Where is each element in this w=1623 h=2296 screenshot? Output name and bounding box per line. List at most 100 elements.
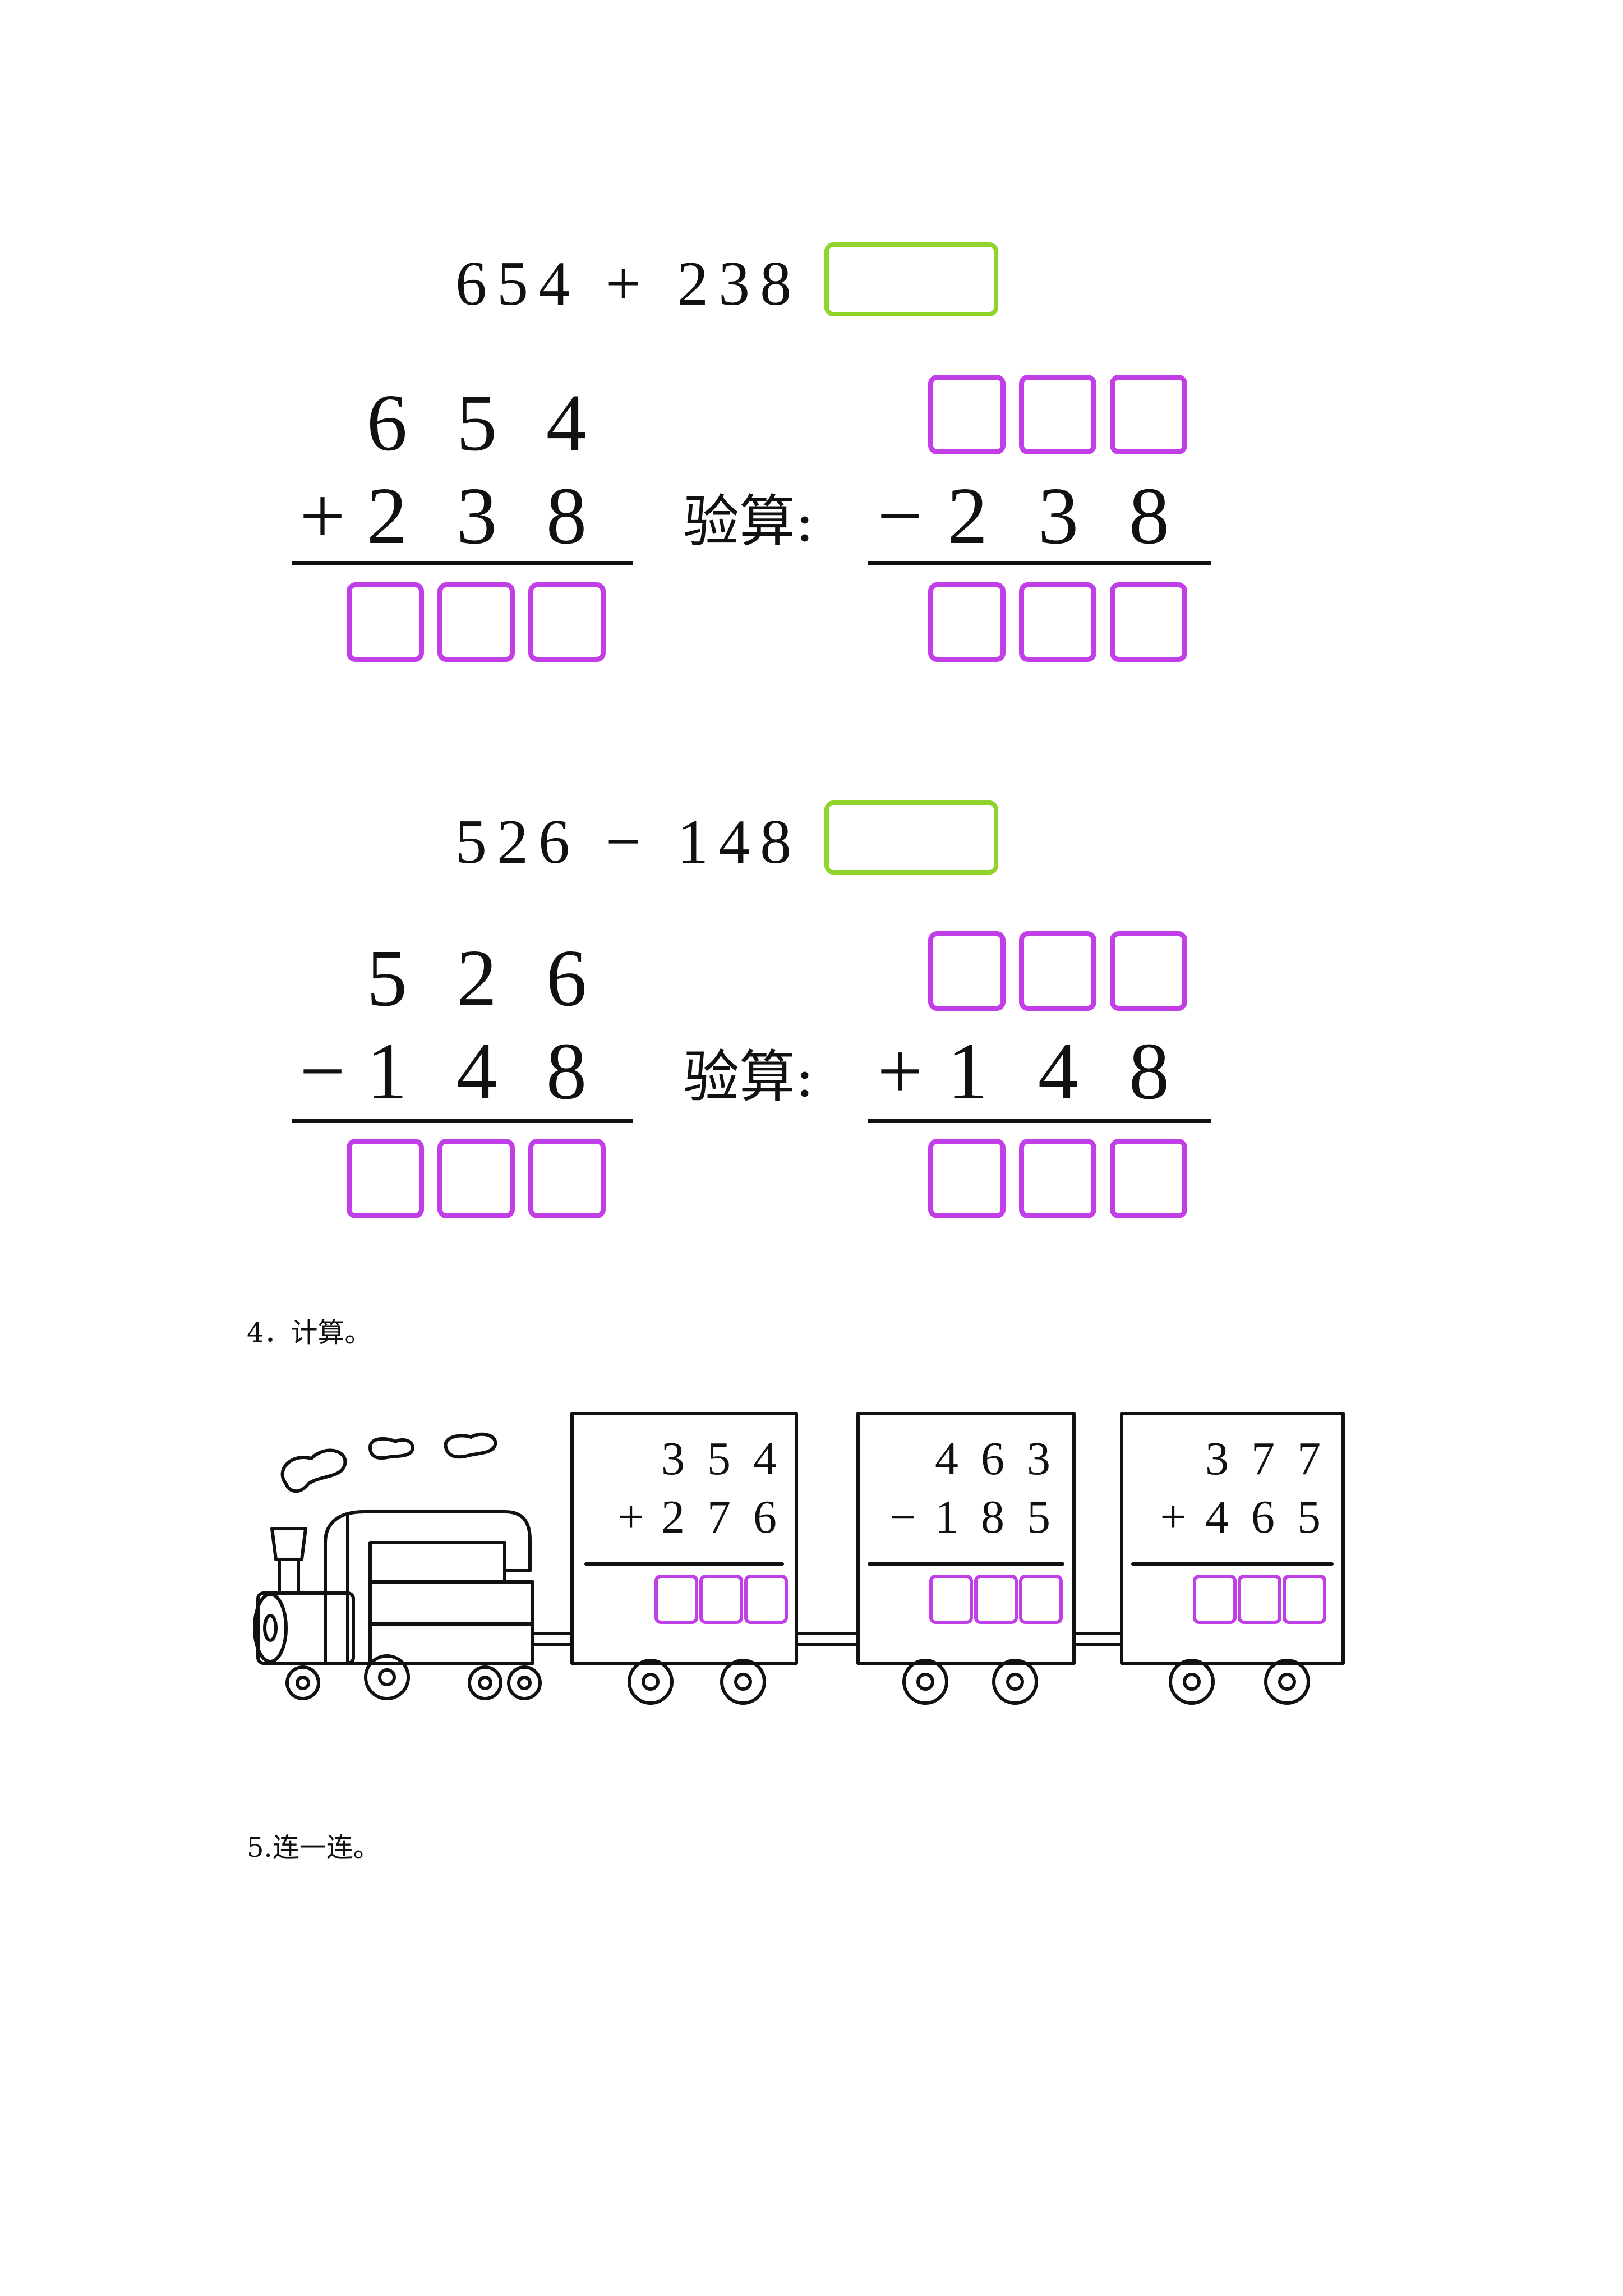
digit: 4: [1038, 1027, 1079, 1116]
train-answer-box: [929, 1575, 973, 1624]
wheel: [902, 1659, 948, 1705]
check-label: 验算:: [683, 489, 814, 554]
check-digit-box[interactable]: [928, 931, 1006, 1011]
steam-puff: [280, 1448, 347, 1493]
digit: 5: [456, 378, 497, 468]
digit: 4: [753, 1433, 777, 1485]
check-digit-box[interactable]: [1019, 375, 1096, 454]
question-5-title: 5.连一连。: [247, 1832, 380, 1864]
digit: 4: [546, 378, 587, 468]
difference-line: [292, 1119, 633, 1123]
digit: 8: [546, 1027, 587, 1116]
digit: 2: [456, 933, 497, 1023]
digit: 4: [935, 1433, 958, 1485]
digit: 2: [661, 1491, 685, 1543]
digit: 3: [456, 471, 497, 561]
check-digit-box[interactable]: [1110, 931, 1187, 1011]
train-car-2: [856, 1412, 1076, 1665]
train-answer-box: [974, 1575, 1018, 1624]
wheel: [285, 1665, 320, 1700]
answer-box-2[interactable]: [824, 800, 998, 875]
operator-sign: +: [299, 471, 345, 561]
digit: 3: [1038, 471, 1079, 561]
check-digit-box[interactable]: [1019, 1139, 1096, 1218]
train-answer-box: [654, 1575, 698, 1624]
operator-sign: +: [617, 1491, 644, 1543]
answer-digit-box[interactable]: [347, 582, 424, 662]
digit: 4: [1205, 1491, 1229, 1543]
operator-sign: +: [1160, 1491, 1186, 1543]
digit: 5: [1027, 1491, 1050, 1543]
train-answer-box: [1283, 1575, 1326, 1624]
cab: [324, 1510, 532, 1665]
wheel: [628, 1659, 674, 1705]
answer-digit-box[interactable]: [437, 1139, 515, 1218]
coupling: [531, 1632, 574, 1646]
digit: 2: [366, 471, 408, 561]
check-digit-box[interactable]: [928, 582, 1006, 662]
digit: 8: [546, 471, 587, 561]
digit: 8: [1128, 1027, 1170, 1116]
digit: 1: [947, 1027, 988, 1116]
digit: 6: [753, 1491, 777, 1543]
answer-digit-box[interactable]: [528, 1139, 606, 1218]
check-digit-box[interactable]: [928, 1139, 1006, 1218]
answer-digit-box[interactable]: [437, 582, 515, 662]
steam-puff: [444, 1432, 497, 1459]
digit: 4: [456, 1027, 497, 1116]
operator-sign: −: [299, 1027, 345, 1116]
check-digit-box[interactable]: [1110, 582, 1187, 662]
check-digit-box[interactable]: [1110, 1139, 1187, 1218]
check-digit-box[interactable]: [1019, 931, 1096, 1011]
check-digit-box[interactable]: [1110, 375, 1187, 454]
digit: 3: [661, 1433, 685, 1485]
operator-sign: +: [877, 1027, 923, 1116]
equation-2: 526 − 148 =: [455, 807, 873, 877]
check-label: 验算:: [683, 1044, 814, 1110]
wheel: [1264, 1659, 1310, 1705]
train-car-1: [570, 1412, 798, 1665]
digit: 8: [981, 1491, 1004, 1543]
train-answer-box: [1193, 1575, 1237, 1624]
check-digit-box[interactable]: [928, 375, 1006, 454]
coupling: [1072, 1632, 1123, 1646]
wheel: [992, 1659, 1038, 1705]
train-illustration: 3 5 4 + 2 7 6 4 6 3 − 1 8 5 3 7 7 + 4 6 …: [253, 1412, 1345, 1705]
digit: 5: [1297, 1491, 1321, 1543]
digit: 1: [366, 1027, 408, 1116]
digit: 6: [1251, 1491, 1275, 1543]
wheel: [1169, 1659, 1215, 1705]
answer-digit-box[interactable]: [528, 582, 606, 662]
digit: 6: [981, 1433, 1004, 1485]
wheel: [468, 1665, 502, 1700]
check-line: [868, 561, 1211, 565]
answer-digit-box[interactable]: [347, 1139, 424, 1218]
coupling: [795, 1632, 860, 1646]
digit: 7: [1297, 1433, 1321, 1485]
boiler-front: [253, 1593, 288, 1663]
digit: 3: [1027, 1433, 1050, 1485]
wheel: [507, 1665, 542, 1700]
train-car-3: [1120, 1412, 1345, 1665]
chimney-stack: [278, 1558, 300, 1595]
digit: 7: [707, 1491, 731, 1543]
digit: 1: [935, 1491, 958, 1543]
digit: 7: [1251, 1433, 1275, 1485]
digit: 8: [1128, 471, 1170, 561]
sum-line: [292, 561, 633, 565]
question-4-title: 4．计算。: [247, 1317, 372, 1349]
boiler: [256, 1591, 355, 1665]
answer-box-1[interactable]: [824, 242, 998, 316]
digit: 2: [947, 471, 988, 561]
wheel: [364, 1654, 410, 1700]
digit: 3: [1205, 1433, 1229, 1485]
wheel: [720, 1659, 766, 1705]
train-answer-box: [1019, 1575, 1063, 1624]
operator-sign: −: [877, 471, 923, 561]
operator-sign: −: [889, 1491, 916, 1543]
steam-puff: [368, 1437, 414, 1460]
check-line: [868, 1119, 1211, 1123]
check-digit-box[interactable]: [1019, 582, 1096, 662]
chimney: [270, 1527, 307, 1561]
train-answer-box: [699, 1575, 743, 1624]
